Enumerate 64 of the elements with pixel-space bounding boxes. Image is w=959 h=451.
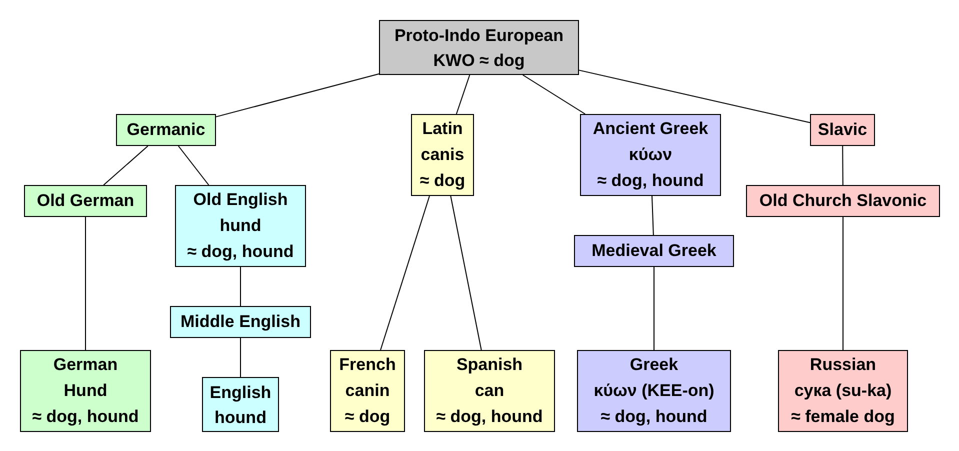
language-box <box>778 350 908 432</box>
word-text: Slavic <box>818 119 868 141</box>
word-text: can <box>474 380 504 402</box>
connector-line <box>842 216 844 350</box>
word-text: ≈ dog <box>344 406 390 428</box>
connector-line <box>522 74 586 114</box>
connector-line <box>652 196 654 236</box>
word-text: ≈ dog, hound <box>597 170 704 192</box>
connector-line <box>178 146 210 186</box>
word-text: Middle English <box>180 311 300 333</box>
word-text: Spanish <box>456 354 523 376</box>
connector-line <box>240 266 241 306</box>
language-box <box>577 350 731 432</box>
language-box <box>379 20 579 75</box>
language-box <box>202 377 279 432</box>
word-text: hound <box>214 406 266 428</box>
word-text: English <box>210 382 272 404</box>
language-box <box>175 185 306 267</box>
connector-line <box>240 338 241 378</box>
connector-line <box>380 196 430 350</box>
word-text: ≈ dog <box>420 170 466 192</box>
word-text: canis <box>420 144 464 166</box>
language-box <box>20 350 151 432</box>
word-text: Hund <box>64 380 108 402</box>
language-box <box>424 350 555 432</box>
word-text: Germanic <box>126 119 206 141</box>
word-text: French <box>339 354 396 376</box>
word-text: Ancient Greek <box>592 118 708 140</box>
language-box <box>170 306 311 338</box>
word-text: Old Church Slavonic <box>759 190 927 212</box>
word-text: hund <box>220 215 262 237</box>
word-text: KWO ≈ dog <box>433 50 525 72</box>
language-box <box>746 185 940 217</box>
word-text: Old German <box>36 190 134 212</box>
connector-line <box>578 70 810 124</box>
word-text: Medieval Greek <box>592 240 716 262</box>
word-text: Proto-Indo European <box>394 24 564 46</box>
language-box <box>810 114 875 146</box>
language-box <box>330 350 405 432</box>
word-text: ≈ dog, hound <box>32 406 139 428</box>
language-box <box>24 185 147 217</box>
word-text: Greek <box>630 354 678 376</box>
language-box <box>411 114 474 196</box>
word-text: сука (su-ka) <box>794 380 892 402</box>
connector-line <box>85 216 86 350</box>
word-text: ≈ dog, hound <box>600 406 708 428</box>
word-text: canin <box>345 380 390 402</box>
word-text: ≈ dog, hound <box>187 241 294 263</box>
word-text: ≈ female dog <box>791 406 895 428</box>
connector-line <box>103 146 148 186</box>
word-text: Latin <box>422 118 463 140</box>
language-box <box>574 235 734 267</box>
word-text: German <box>53 354 118 376</box>
connector-line <box>842 146 844 186</box>
word-text: κύων (KEE-on) <box>594 380 714 402</box>
word-text: κύων <box>628 144 672 166</box>
connector-line <box>456 74 470 114</box>
language-box <box>116 114 216 146</box>
language-box <box>580 114 721 196</box>
connector-line <box>216 73 380 118</box>
word-text: Old English <box>193 189 288 211</box>
word-text: Russian <box>810 354 876 376</box>
connector-line <box>450 196 482 350</box>
word-text: ≈ dog, hound <box>436 406 543 428</box>
